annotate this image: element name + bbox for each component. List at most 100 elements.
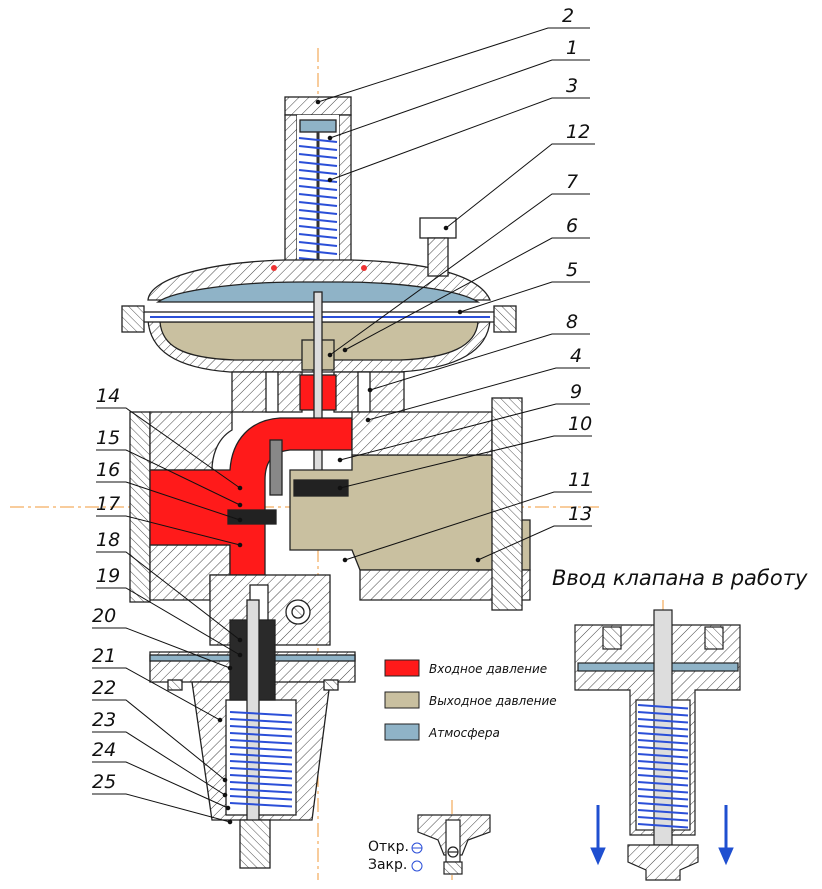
leader-line-18 (96, 551, 241, 641)
spring-coil (229, 718, 293, 724)
callout-14: 14 (96, 385, 120, 407)
leader-line-13 (477, 525, 592, 561)
spring-coil (298, 145, 338, 151)
callout-9: 9 (570, 381, 582, 403)
spring-coil (298, 217, 338, 223)
spring-coil (637, 711, 689, 717)
callout-10: 10 (568, 413, 592, 435)
leader-line-16 (96, 481, 241, 521)
leader-line-9 (339, 403, 590, 461)
leader-tip-19 (237, 652, 243, 658)
callout-2: 2 (562, 5, 574, 27)
spring-coil (637, 767, 689, 773)
leader-tip-5 (457, 309, 463, 315)
leader-line-8 (369, 333, 590, 391)
arrow-down-right-icon (718, 847, 734, 866)
leader-tip-20 (227, 665, 233, 671)
bottom-spring (229, 711, 293, 808)
leader-lines (92, 27, 595, 825)
legend-label-inlet: Входное давление (429, 662, 547, 676)
callout-18: 18 (96, 529, 120, 551)
leader-tip-6 (342, 347, 348, 353)
valve-body (129, 397, 531, 611)
leader-line-19 (96, 587, 241, 656)
callout-22: 22 (92, 677, 116, 699)
spring-coil (637, 753, 689, 759)
leader-tip-17 (237, 542, 243, 548)
spring-coil (637, 781, 689, 787)
state-closed-icon (411, 860, 423, 872)
spring-coil (229, 725, 293, 731)
spring-coil (637, 732, 689, 738)
spring-coil (637, 795, 689, 801)
callout-4: 4 (570, 345, 582, 367)
legend: Входное давление Выходное давление Атмос… (384, 659, 557, 741)
spring-coil (298, 193, 338, 199)
spring-coil (298, 249, 338, 255)
leader-tip-16 (237, 517, 243, 523)
callout-24: 24 (92, 739, 116, 761)
spring-coil (298, 169, 338, 175)
callout-20: 20 (92, 605, 116, 627)
state-detail (417, 814, 491, 875)
spring-coil (298, 161, 338, 167)
spring-coil (229, 767, 293, 773)
callout-8: 8 (566, 311, 578, 333)
legend-swatch-inlet (384, 659, 420, 677)
state-open-label: Откр. (368, 839, 409, 855)
spring-coil (637, 725, 689, 731)
legend-label-outlet: Выходное давление (429, 694, 557, 708)
inset-title: Ввод клапана в работу (552, 566, 808, 590)
legend-swatch-atmosphere (384, 723, 420, 741)
state-closed-label: Закр. (368, 857, 407, 873)
spring-coil (298, 153, 338, 159)
callout-19: 19 (96, 565, 120, 587)
spring-coil (637, 739, 689, 745)
callout-labels: 2131276584910111314151617181920212223242… (92, 5, 592, 793)
leader-tip-8 (367, 387, 373, 393)
spring-coil (637, 816, 689, 822)
spring-coil (298, 201, 338, 207)
callout-13: 13 (568, 503, 592, 525)
leader-line-1 (329, 59, 590, 139)
spring-coil (637, 718, 689, 724)
callout-16: 16 (96, 459, 120, 481)
spring-coil (229, 732, 293, 738)
callout-11: 11 (568, 469, 592, 491)
leader-line-20 (92, 627, 231, 669)
spring-coil (637, 823, 689, 829)
leader-tip-15 (237, 502, 243, 508)
callout-15: 15 (96, 427, 120, 449)
callout-12: 12 (566, 121, 590, 143)
spring-coil (229, 802, 293, 808)
spring-coil (229, 760, 293, 766)
callout-23: 23 (92, 709, 116, 731)
lower-housing (149, 574, 356, 869)
legend-label-atmosphere: Атмосфера (428, 726, 500, 740)
leader-tip-11 (342, 557, 348, 563)
callout-1: 1 (566, 37, 578, 59)
leader-tip-2 (315, 99, 321, 105)
spring-coil (637, 746, 689, 752)
callout-25: 25 (92, 771, 116, 793)
spring-coil (229, 739, 293, 745)
leader-line-4 (367, 367, 590, 421)
leader-line-10 (339, 435, 592, 489)
leader-tip-13 (475, 557, 481, 563)
spring-coil (637, 704, 689, 710)
inset-spring (637, 704, 689, 829)
leader-line-15 (96, 449, 241, 506)
leader-line-25 (92, 793, 231, 823)
leader-line-22 (92, 699, 226, 781)
spring-coil (637, 788, 689, 794)
legend-swatch-outlet (384, 691, 420, 709)
leader-line-3 (329, 97, 590, 181)
spring-coil (637, 802, 689, 808)
leader-line-11 (344, 491, 592, 561)
spring-coil (229, 774, 293, 780)
leader-tip-4 (365, 417, 371, 423)
inset-assembly (574, 609, 741, 881)
leader-tip-23 (222, 792, 228, 798)
direction-arrows (590, 805, 734, 866)
